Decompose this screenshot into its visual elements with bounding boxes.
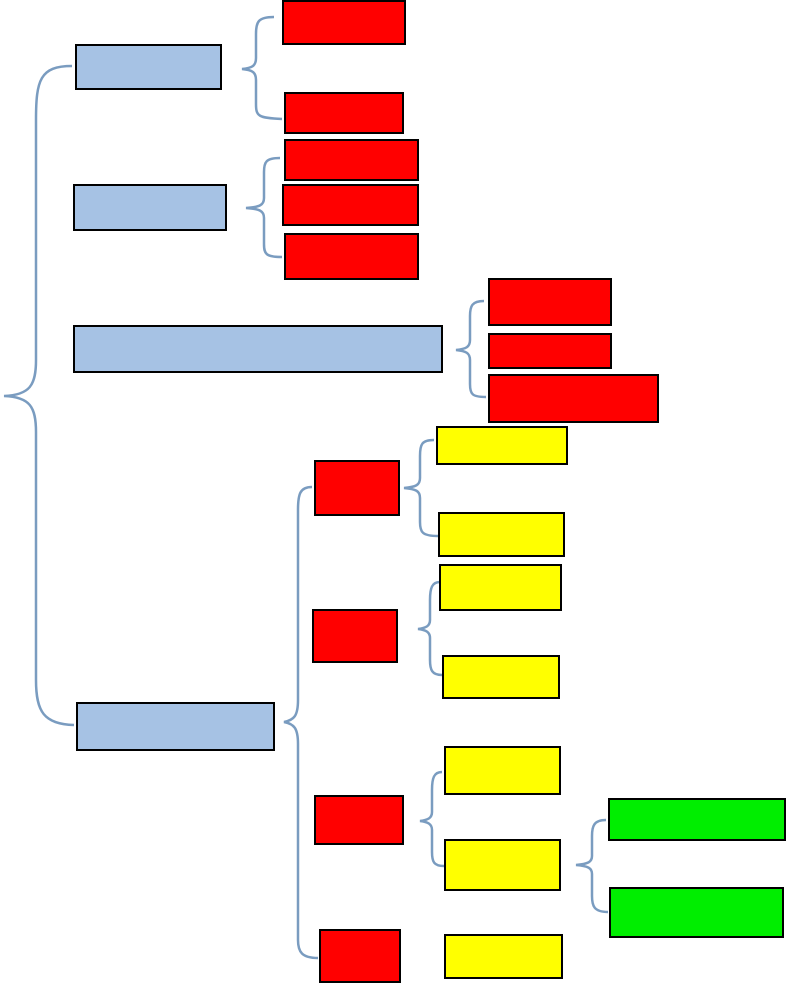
node-l2-d2[interactable]	[312, 609, 398, 663]
node-l2-d3[interactable]	[314, 795, 404, 845]
brace-group-2	[245, 156, 283, 259]
node-l2-b3[interactable]	[284, 233, 419, 280]
brace-group-3	[455, 299, 487, 399]
node-l2-d4[interactable]	[319, 929, 401, 983]
node-l2-a1[interactable]	[282, 0, 406, 45]
node-l2-c3[interactable]	[488, 374, 659, 423]
node-l3-d3a[interactable]	[444, 746, 561, 795]
node-l2-c1[interactable]	[488, 278, 612, 326]
node-l1-b[interactable]	[73, 184, 227, 231]
brace-sub-4a	[403, 438, 439, 538]
brace-group-4	[283, 485, 319, 960]
brace-sub-4c	[419, 770, 445, 868]
node-l3-d5[interactable]	[444, 934, 563, 979]
node-l3-d2a[interactable]	[439, 564, 562, 611]
node-l1-d[interactable]	[76, 702, 275, 751]
brace-sub-4c-ii	[575, 818, 609, 914]
node-l2-d1[interactable]	[314, 460, 400, 516]
root-brace	[3, 64, 75, 727]
node-l3-d2b[interactable]	[442, 655, 560, 699]
node-l2-a2[interactable]	[284, 92, 404, 134]
node-l2-b1[interactable]	[284, 139, 419, 181]
node-l3-d1b[interactable]	[438, 512, 565, 557]
node-l3-d3b[interactable]	[444, 839, 561, 891]
node-l2-c2[interactable]	[488, 333, 612, 369]
node-l1-c[interactable]	[73, 325, 443, 373]
node-l4-a[interactable]	[608, 798, 786, 841]
node-l3-d1a[interactable]	[436, 426, 568, 465]
brace-group-1	[241, 15, 283, 121]
node-l2-b2[interactable]	[282, 184, 419, 226]
node-l4-b[interactable]	[609, 887, 784, 938]
node-l1-a[interactable]	[75, 44, 222, 90]
